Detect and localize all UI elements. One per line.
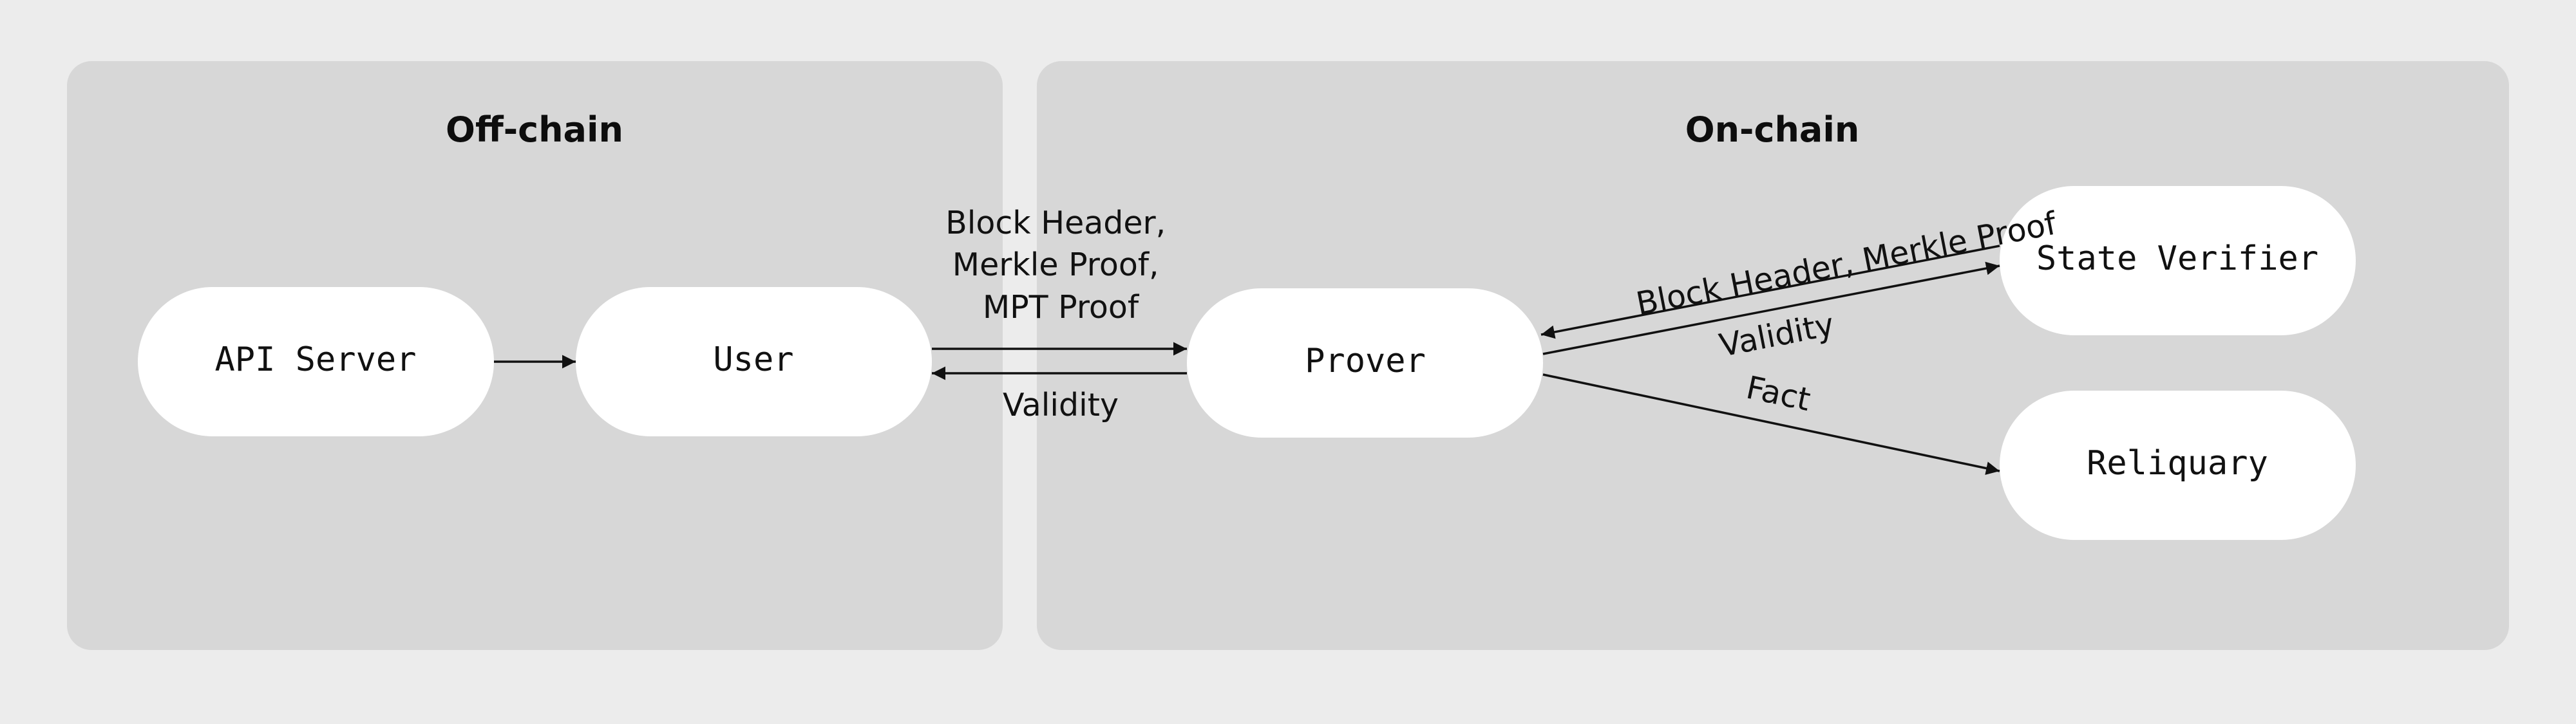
edge-label-line-3: MPT Proof [983, 289, 1140, 326]
prover-label: Prover [1305, 342, 1426, 380]
state-verifier-label: State Verifier [2036, 239, 2318, 278]
edge-label-line-2: Merkle Proof, [952, 246, 1159, 283]
offchain-title: Off-chain [446, 109, 623, 150]
node-reliquary: Reliquary [2000, 391, 2356, 540]
node-user: User [576, 287, 932, 436]
node-state-verifier: State Verifier [2000, 186, 2356, 335]
edge-user-to-prover-label: Block Header, Merkle Proof, MPT Proof [945, 205, 1176, 326]
edge-prover-to-user-label: Validity [1003, 387, 1119, 423]
prover-shape [1187, 288, 1543, 438]
api-server-label: API Server [214, 340, 416, 379]
node-api-server: API Server [138, 287, 494, 436]
user-shape [576, 287, 932, 436]
node-prover: Prover [1187, 288, 1543, 438]
edge-prover-to-state-verifier [1542, 261, 2000, 355]
offchain-panel [67, 61, 1003, 650]
edge-prover-to-reliquary [1542, 373, 2000, 475]
state-verifier-shape [2000, 186, 2356, 335]
user-label: User [713, 340, 793, 379]
edge-state-verifier-to-prover [1540, 245, 2000, 339]
edge-label-line-1: Block Header, [945, 205, 1166, 241]
api-server-shape [138, 287, 494, 436]
reliquary-shape [2000, 391, 2356, 540]
onchain-title: On-chain [1685, 109, 1860, 150]
reliquary-label: Reliquary [2087, 444, 2268, 483]
